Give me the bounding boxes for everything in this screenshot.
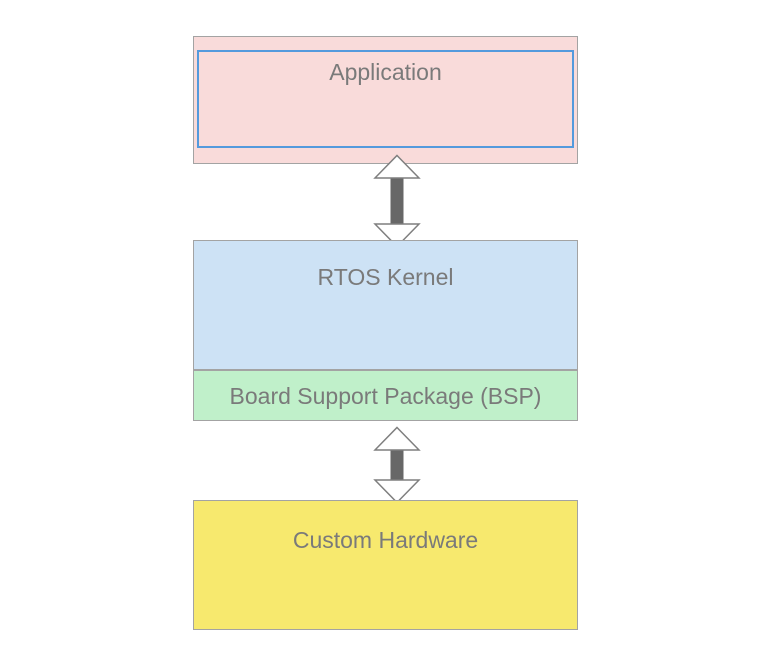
arrow-shaft [390, 177, 404, 225]
arrow-head-down [373, 223, 421, 248]
arrow-head-up [373, 426, 421, 451]
kernel-bsp-stack: RTOS Kernel Board Support Package (BSP) [193, 240, 578, 421]
double-arrow-bsp-hardware-icon [373, 426, 421, 504]
application-label: Application [329, 59, 442, 85]
rtos-kernel-box: RTOS Kernel [194, 241, 577, 371]
arrow-head-up [373, 154, 421, 179]
double-arrow-app-rtos-icon [373, 154, 421, 248]
bsp-label: Board Support Package (BSP) [229, 382, 542, 409]
custom-hardware-label: Custom Hardware [292, 527, 479, 553]
bsp-box: Board Support Package (BSP) [194, 371, 577, 420]
application-box: Application [193, 36, 578, 164]
arrow-head-down [373, 479, 421, 504]
rtos-kernel-label: RTOS Kernel [317, 264, 454, 290]
application-inner-frame [197, 50, 574, 148]
arrow-shaft [390, 449, 404, 481]
custom-hardware-box: Custom Hardware [193, 500, 578, 630]
